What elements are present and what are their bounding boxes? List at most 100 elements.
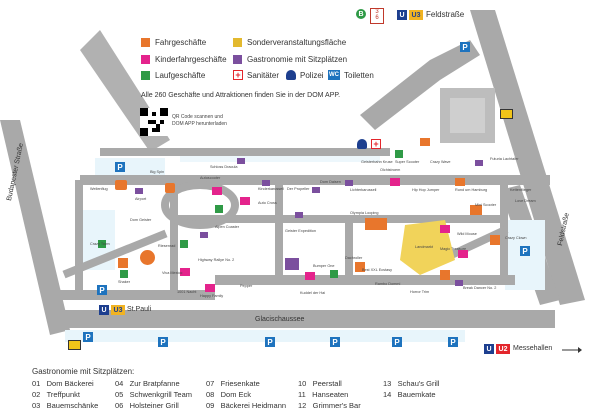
ride-marker[interactable]	[118, 258, 128, 268]
police-icon	[286, 70, 296, 80]
walk-ride-marker[interactable]	[330, 270, 338, 278]
parking-icon: P	[158, 337, 168, 347]
walk-ride-marker[interactable]	[180, 240, 188, 248]
place-label[interactable]: Kettenflieger	[510, 188, 532, 192]
legend-item-kinderfahrgeschaefte: Kinderfahrgeschäfte	[141, 53, 227, 65]
place-label[interactable]: Wild Mouse	[457, 232, 477, 236]
place-label[interactable]: Bumper One	[313, 264, 335, 268]
kids-ride-marker[interactable]	[305, 272, 315, 280]
ride-marker[interactable]	[420, 138, 430, 146]
place-label[interactable]: Rambo Dommi	[375, 282, 401, 286]
taxi-icon	[68, 340, 81, 350]
place-label[interactable]: Autoscooter	[200, 176, 221, 180]
toilet-icon: WC	[328, 70, 340, 80]
place-label[interactable]: Kuddel der Hai	[300, 291, 326, 295]
place-label[interactable]: Alpen Coaster	[215, 225, 240, 229]
place-label[interactable]: Happy Family	[200, 294, 224, 298]
walk-ride-marker[interactable]	[215, 205, 223, 213]
gastro-item: 02 Treffpunkt	[32, 390, 80, 399]
place-label[interactable]: 1001 Nacht	[177, 290, 197, 294]
ride-marker[interactable]	[455, 178, 465, 186]
east-center-vertical-road	[345, 220, 353, 280]
ride-marker[interactable]	[140, 250, 155, 265]
place-label[interactable]: Riesenrad	[158, 244, 176, 248]
gastro-item: 05 Schwenkgrill Team	[115, 390, 192, 399]
gastro-marker[interactable]	[285, 258, 299, 270]
place-label[interactable]: Airport	[135, 197, 147, 201]
bus-line-bottom: 6	[375, 15, 379, 21]
glacischaussee-road	[55, 310, 555, 328]
place-label[interactable]: Break Dancer No. 2	[463, 286, 497, 290]
place-label[interactable]: Hip Hop Jumper	[412, 188, 440, 192]
ride-marker[interactable]	[490, 235, 500, 245]
place-label[interactable]: Crazy Wave	[430, 160, 451, 164]
first-aid-icon: +	[371, 139, 381, 149]
place-label[interactable]: Big Spin	[150, 170, 165, 174]
kids-ride-marker[interactable]	[180, 268, 190, 276]
place-label[interactable]: Dachroller	[345, 256, 363, 260]
gastro-marker[interactable]	[455, 280, 463, 286]
feldstrasse-road	[470, 10, 585, 305]
place-label[interactable]: Magic Treasure	[440, 247, 467, 251]
gastro-marker[interactable]	[262, 180, 270, 186]
place-label[interactable]: Crazy Town	[90, 242, 110, 246]
place-label[interactable]: Futuria Lachtaler	[490, 157, 519, 161]
gastro-marker[interactable]	[345, 180, 353, 186]
ride-marker[interactable]	[165, 183, 175, 193]
legend-label: Sanitäter	[247, 70, 280, 80]
kids-ride-marker[interactable]	[212, 187, 222, 195]
place-label[interactable]: Geisterbahn Kruse	[361, 160, 393, 164]
middle-road	[175, 215, 505, 223]
place-label[interactable]: Crazy Clown	[505, 236, 527, 240]
station-feldstrasse: Feldstraße	[426, 10, 465, 19]
place-label[interactable]: Best XXL Ecstasy	[362, 268, 393, 272]
place-label[interactable]: Pepper	[240, 284, 253, 288]
gastro-item: 01 Dom Bäckerei	[32, 379, 94, 388]
walk-ride-marker[interactable]	[98, 240, 106, 248]
ride-marker[interactable]	[470, 205, 482, 215]
legend-label: Gastronomie mit Sitzplätzen	[247, 54, 348, 64]
ride-marker[interactable]	[440, 270, 450, 280]
kids-ride-marker[interactable]	[240, 197, 250, 205]
gastro-marker[interactable]	[475, 160, 483, 166]
top-right-road	[360, 40, 480, 130]
gastro-marker[interactable]	[135, 188, 143, 194]
kids-ride-marker[interactable]	[458, 250, 468, 258]
gastro-marker[interactable]	[312, 187, 320, 193]
kids-ride-marker[interactable]	[390, 178, 400, 186]
ride-marker[interactable]	[365, 218, 387, 230]
place-label[interactable]: Highway Rallye No. 2	[198, 258, 235, 262]
place-label[interactable]: Super Scooter	[395, 160, 420, 164]
place-label[interactable]: Olchistroem	[380, 168, 401, 172]
walk-ride-marker[interactable]	[395, 150, 403, 158]
gastro-marker[interactable]	[295, 212, 303, 218]
station-stpauli: St.Pauli	[127, 306, 152, 313]
gastro-marker[interactable]	[237, 158, 245, 164]
ride-marker[interactable]	[355, 262, 365, 272]
place-label[interactable]: Mini Scooter	[475, 203, 497, 207]
police-icon	[357, 139, 367, 149]
legend-item-sonderveranstaltung: Sonderveranstaltungsfläche	[233, 36, 346, 48]
place-label[interactable]: Der Propeller	[287, 187, 310, 191]
place-label[interactable]: Wellenflug	[90, 187, 108, 191]
ride-marker[interactable]	[115, 180, 127, 190]
place-label[interactable]: Dom Geister	[130, 218, 152, 222]
first-aid-icon: +	[233, 70, 243, 80]
place-label[interactable]: Rund um Hamburg	[455, 188, 488, 192]
place-label[interactable]: Kinderkarussell	[258, 187, 284, 191]
gastro-marker[interactable]	[200, 232, 208, 238]
kids-ride-marker[interactable]	[205, 284, 215, 292]
place-label[interactable]: Love Dream	[515, 199, 536, 203]
place-label[interactable]: Schloss Dracula	[210, 165, 238, 169]
place-label[interactable]: Geister Expedition	[285, 229, 317, 233]
place-label[interactable]: Auto Cross	[258, 201, 277, 205]
place-label[interactable]: Viva Mexico	[162, 271, 183, 275]
place-label[interactable]: Olympia Looping	[350, 211, 379, 215]
place-label[interactable]: Horror Trim	[410, 290, 430, 294]
gastro-item: 12 Grimmer's Bar	[298, 401, 361, 410]
place-label[interactable]: Shaker	[118, 280, 131, 284]
place-label[interactable]: Dom Daisen	[320, 180, 341, 184]
kids-ride-marker[interactable]	[440, 225, 450, 233]
place-label[interactable]: Lichterkarussell	[350, 188, 377, 192]
walk-ride-marker[interactable]	[120, 270, 128, 278]
